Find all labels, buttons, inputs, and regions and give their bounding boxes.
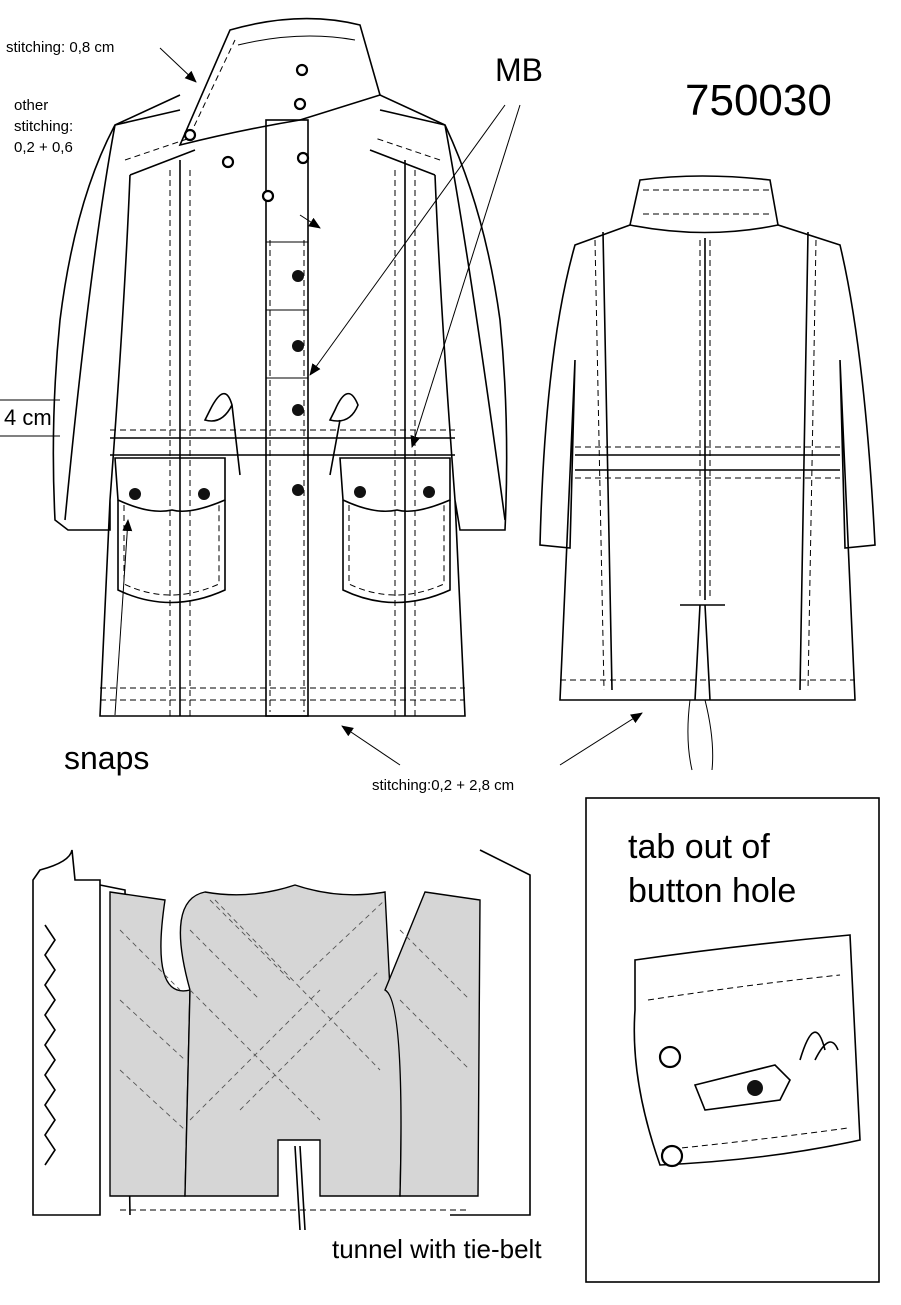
back-view-jacket	[539, 175, 876, 771]
four-cm-label: 4 cm	[4, 405, 52, 430]
annotation-arrows	[0, 47, 643, 766]
tab-title-line1: tab out of	[628, 828, 770, 866]
lining-view	[32, 849, 531, 1231]
detail-box	[585, 797, 880, 1283]
collar-tab-detail	[633, 934, 861, 1168]
snaps-label: snaps	[64, 740, 150, 776]
stitching-collar-label: stitching: 0,8 cm	[6, 39, 115, 56]
model-number: 750030	[685, 76, 832, 125]
front-snaps	[129, 270, 435, 500]
collar-holes	[183, 63, 310, 203]
other-stitching-label-line2: stitching:	[14, 118, 74, 135]
other-stitching-label-line1: other	[14, 97, 49, 114]
mb-label: MB	[495, 52, 543, 88]
other-stitching-label-line3: 0,2 + 0,6	[14, 139, 73, 156]
tunnel-label: tunnel with tie-belt	[332, 1234, 542, 1264]
stitching-hem-label: stitching:0,2 + 2,8 cm	[372, 777, 515, 794]
front-view-jacket	[52, 17, 508, 717]
tab-title-line2: button hole	[628, 872, 797, 910]
